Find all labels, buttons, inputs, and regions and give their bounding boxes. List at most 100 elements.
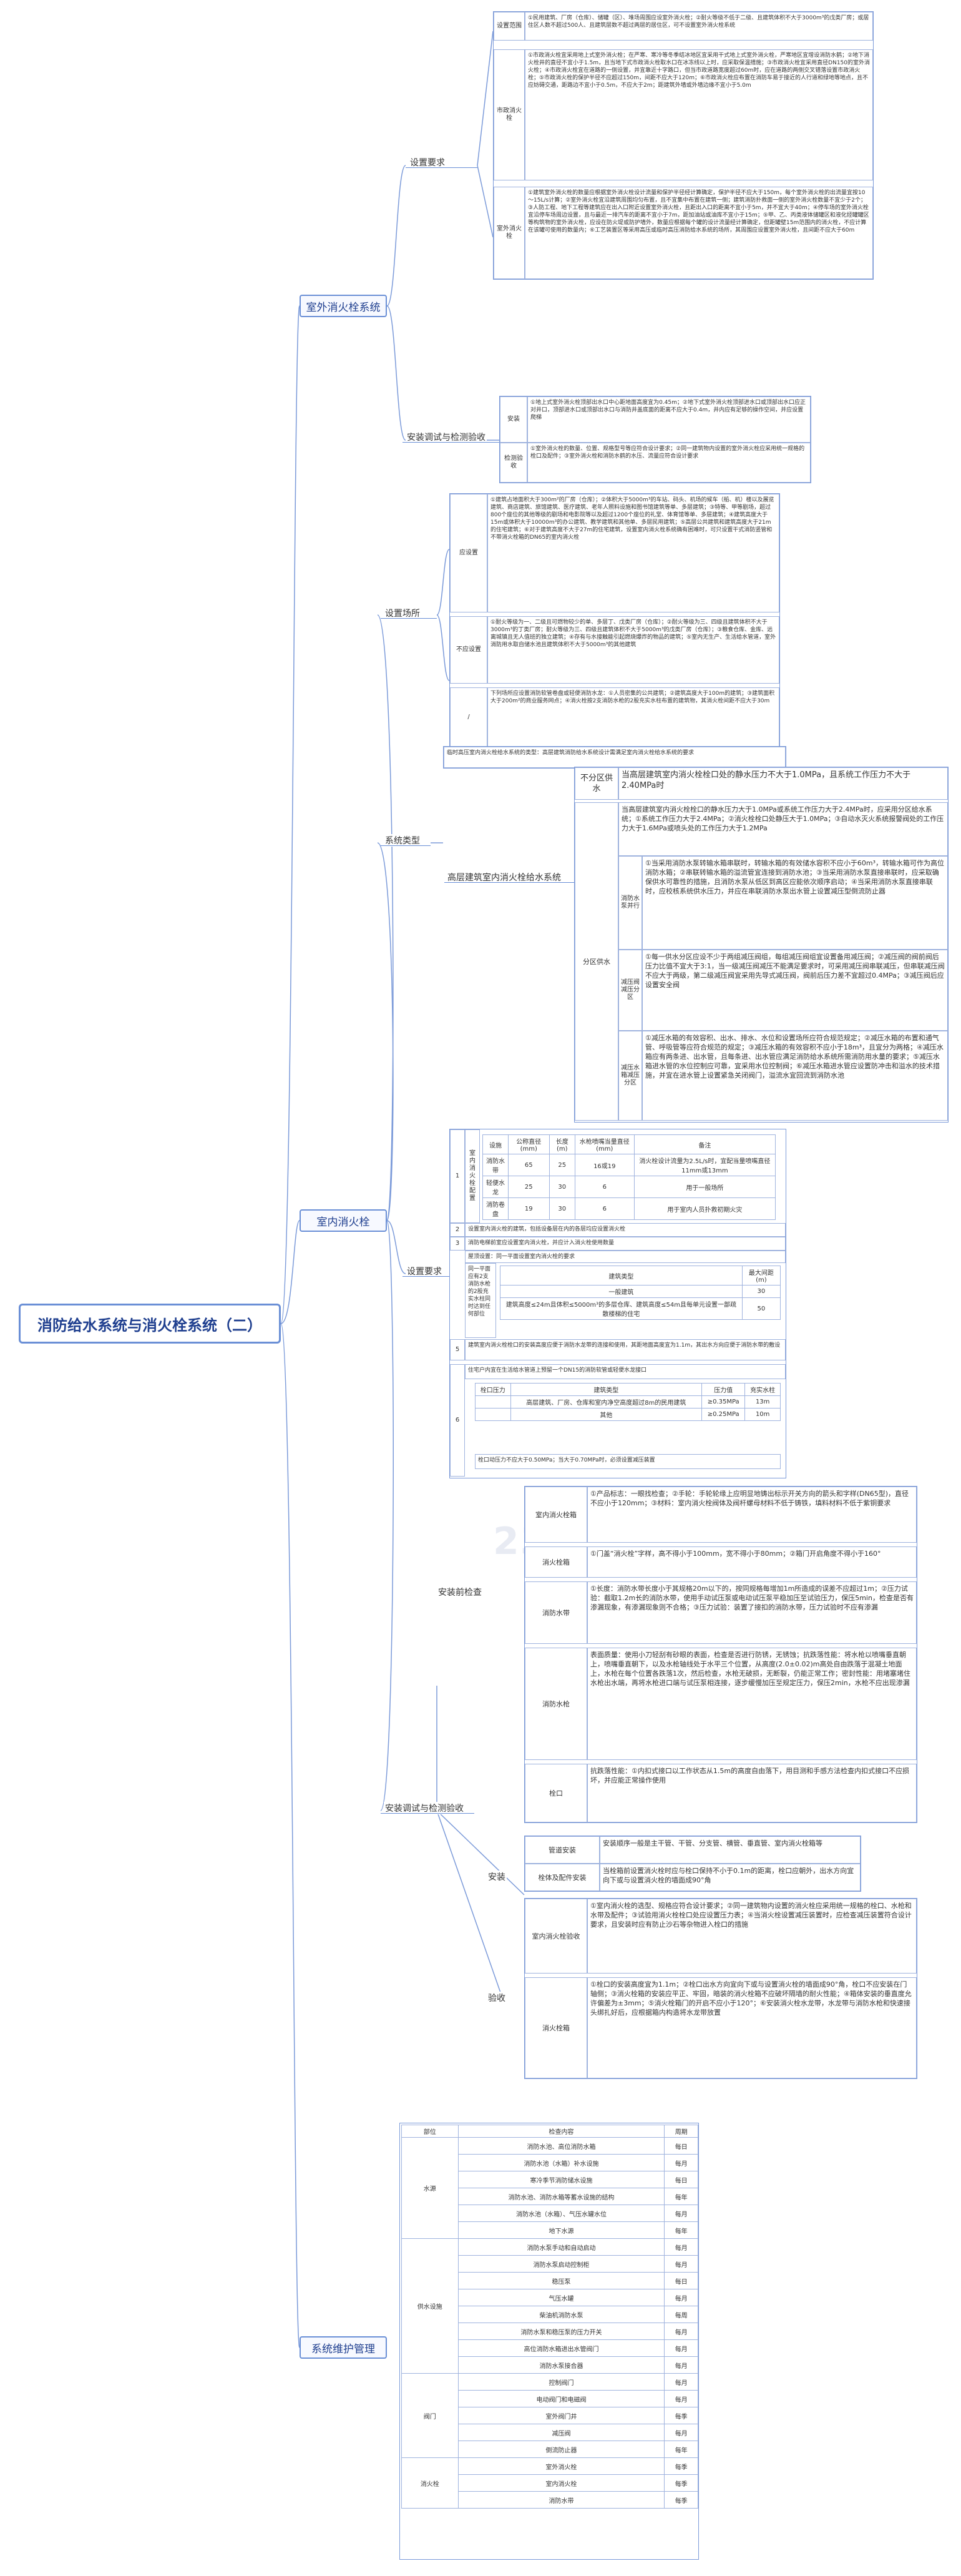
indoor-install-label[interactable]: 安装调试与检测验收 [384, 1802, 465, 1814]
td: 6 [574, 1176, 635, 1198]
maintenance-row: 柴油机消防水泵每周 [402, 2306, 698, 2323]
row-text: ①室外消火栓的数量、位置、规格型号等应符合设计要求；②同一建筑物内设置的室外消火… [527, 443, 811, 483]
row-label: 消防水带 [525, 1581, 587, 1644]
spacing-table: 建筑类型 最大间距(m) 一般建筑 30 建筑高度≤24m且体积≤5000m³的… [500, 1266, 781, 1320]
topic-outdoor-hydrant[interactable]: 室外消火栓系统 [300, 295, 387, 317]
row-label: 室内消火栓箱 [525, 1487, 587, 1543]
topic-maintenance[interactable]: 系统维护管理 [300, 2336, 387, 2359]
th: 水枪喷嘴当量直径(mm) [574, 1134, 635, 1154]
th: 公称直径(mm) [507, 1134, 550, 1154]
maintenance-period: 每周 [664, 2306, 698, 2323]
underline [381, 1813, 474, 1814]
maintenance-row: 供水设施消防水泵手动和自动启动每月 [401, 2238, 698, 2374]
maintenance-row: 消防水池、消防水箱等蓄水设施的结构每年 [402, 2188, 698, 2205]
row-text: ①地上式室外消火栓顶部出水口中心距地面高度宜为0.45m；②地下式室外消火栓顶部… [527, 396, 811, 443]
maintenance-row: 消防水池（水箱）补水设施每月 [402, 2154, 698, 2171]
maintenance-item: 柴油机消防水泵 [457, 2306, 665, 2323]
row-num: 5 [450, 1339, 465, 1360]
outdoor-install-panel: 安装 ①地上式室外消火栓顶部出水口中心距地面高度宜为0.45m；②地下式室外消火… [499, 396, 811, 483]
hydrant-config-table: 设施 公称直径(mm) 长度(m) 水枪喷嘴当量直径(mm) 备注 消防水带 6… [482, 1134, 776, 1220]
maintenance-period: 每年 [664, 2441, 698, 2458]
topic-indoor-hydrant[interactable]: 室内消火栓 [300, 1209, 387, 1232]
maintenance-row: 消火栓室外消火栓每季 [401, 2457, 698, 2509]
underline [402, 442, 499, 443]
td: 16或19 [574, 1154, 635, 1176]
maintenance-row: 消防水带每季 [402, 2491, 698, 2509]
systype-intro-panel: 临时高压室内消火栓给水系统的类型：高层建筑消防给水系统设计需满足室内消火栓给水系… [443, 746, 786, 769]
zone-sub-text: ①减压水箱的有效容积、出水、排水、水位和设置场所应符合规范规定；②减压水箱的布置… [642, 1031, 948, 1121]
maintenance-item: 消防水池、高位消防水箱 [457, 2137, 665, 2155]
maintenance-group-label: 消火栓 [401, 2457, 459, 2509]
row-text: ①市政消火栓宜采用地上式室外消火栓；在严寒、寒冷等冬季结冰地区宜采用干式地上式室… [525, 49, 873, 180]
td: 25 [549, 1154, 575, 1176]
layout-panel: 应设置 ①建筑占地面积大于300m²的厂房（仓库）；②体积大于5000m³的车站… [449, 493, 780, 749]
no-zone-text: 当高层建筑室内消火栓栓口处的静水压力不大于1.0MPa，且系统工作压力不大于2.… [618, 767, 948, 800]
td: 30 [549, 1176, 575, 1198]
td: 其他 [510, 1408, 703, 1421]
maintenance-group-label: 水源 [401, 2137, 459, 2239]
maintenance-item: 消防水泵接合器 [457, 2356, 665, 2374]
td: 65 [507, 1154, 550, 1176]
zone-sub-text: ①当采用消防水泵转输水箱串联时，转输水箱的有效储水容积不应小于60m³，转输水箱… [642, 856, 948, 950]
maintenance-period: 每月 [664, 2323, 698, 2340]
zone-label: 分区供水 [575, 802, 618, 1121]
accept-label[interactable]: 验收 [487, 1992, 507, 2004]
maintenance-period: 每年 [664, 2188, 698, 2205]
td: 13m [744, 1395, 781, 1408]
td: ≥0.35MPa [701, 1395, 746, 1408]
td: 最大间距(m) [741, 1266, 781, 1286]
outdoor-install-label[interactable]: 安装调试与检测验收 [406, 431, 487, 443]
maintenance-item: 倒流防止器 [457, 2441, 665, 2458]
td: ≥0.25MPa [701, 1408, 746, 1421]
outdoor-setup-label[interactable]: 设置要求 [409, 156, 446, 169]
maintenance-period: 每月 [664, 2154, 698, 2171]
row-label: 栓体及配件安装 [525, 1864, 600, 1891]
row-text: ①耐火等级为一、二级且可燃物较少的单、多层丁、戊类厂房（仓库）；②耐火等级为三、… [487, 616, 779, 684]
th: 检查内容 [457, 2125, 665, 2138]
maintenance-item: 消防水泵启动控制柜 [457, 2255, 665, 2273]
row-num: 1 [450, 1129, 465, 1223]
td: 50 [741, 1297, 781, 1320]
row-note: 栓口动压力不应大于0.50MPa；当大于0.70MPa时，必须设置减压装置 [475, 1454, 781, 1469]
maintenance-item: 室外阀门井 [457, 2407, 665, 2424]
td: 用于室内人员扑救初期火灾 [633, 1197, 776, 1220]
install-panel: 管道安装 安装顺序一般是主干管、干管、分支管、横管、垂直管、室内消火栓箱等 栓体… [524, 1836, 861, 1892]
indoor-setup-label[interactable]: 设置要求 [406, 1265, 443, 1277]
th: 部位 [401, 2125, 459, 2138]
th: 栓口压力 [475, 1383, 511, 1396]
td: 消防卷盘 [482, 1197, 509, 1220]
underline [381, 618, 437, 619]
row-label: 消火栓箱 [525, 1977, 587, 2078]
maintenance-item: 电动阀门和电磁阀 [457, 2390, 665, 2407]
td: 建筑类型 [500, 1266, 743, 1286]
row-label: 检测验收 [500, 443, 527, 483]
maintenance-period: 每月 [664, 2289, 698, 2306]
systype-label[interactable]: 系统类型 [384, 834, 421, 847]
row-num: 3 [450, 1237, 465, 1251]
maintenance-period: 每月 [664, 2255, 698, 2273]
layout-label[interactable]: 设置场所 [384, 607, 421, 619]
indoor-setup-panel: 1 室内消火栓配置 设施 公称直径(mm) 长度(m) 水枪喷嘴当量直径(mm)… [449, 1129, 786, 1478]
maintenance-table: 部位 检查内容 周期 水源消防水池、高位消防水箱每日消防水池（水箱）补水设施每月… [401, 2125, 698, 2509]
th: 压力值 [701, 1383, 746, 1396]
th: 长度(m) [549, 1134, 575, 1154]
pre-check-label[interactable]: 安装前检查 [437, 1586, 483, 1598]
th: 周期 [664, 2125, 698, 2138]
td: 25 [507, 1176, 550, 1198]
install-label[interactable]: 安装 [487, 1871, 507, 1883]
maintenance-period: 每年 [664, 2221, 698, 2239]
td: 消防水带 [482, 1154, 509, 1176]
td: 消火栓设计流量为2.5L/s时，宜配当量喷嘴直径11mm或13mm [633, 1154, 776, 1176]
row-text: 消防电梯前室应设置室内消火栓，并应计入消火栓使用数量 [465, 1237, 786, 1251]
row-text: 当栓箱前设置消火栓时应与栓口保持不小于0.1m的距离，栓口应朝外，出水方向宜向下… [600, 1864, 861, 1891]
root-topic[interactable]: 消防给水系统与消火栓系统（二） [19, 1304, 281, 1344]
maintenance-period: 每日 [664, 2137, 698, 2155]
maintenance-item: 消防水池（水箱）、气压水罐水位 [457, 2205, 665, 2222]
row-label: 管道安装 [525, 1836, 600, 1864]
maintenance-item: 消防水泵和稳压泵的压力开关 [457, 2323, 665, 2340]
t1-side: 室内消火栓配置 [465, 1129, 480, 1223]
zone-sub-label: 消防水泵并行 [618, 856, 642, 950]
highrise-label[interactable]: 高层建筑室内消火栓给水系统 [446, 871, 562, 883]
row-text: 下列场所应设置消防软管卷盘或轻便消防水龙：①人员密集的公共建筑；②建筑高度大于1… [487, 687, 779, 747]
maintenance-item: 消防水带 [457, 2491, 665, 2509]
